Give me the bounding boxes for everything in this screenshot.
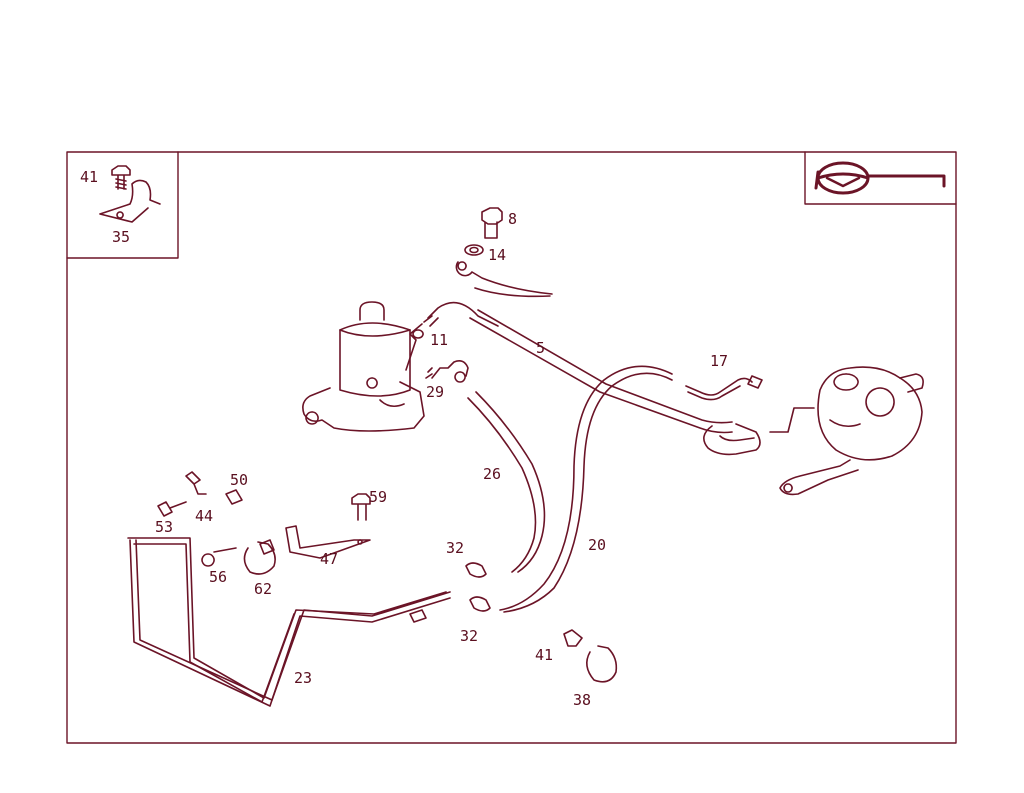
callout-32-upper: 32 bbox=[446, 539, 464, 557]
steering-gear-part bbox=[769, 366, 924, 496]
callout-59: 59 bbox=[369, 488, 387, 506]
callout-11: 11 bbox=[430, 331, 448, 349]
callout-5: 5 bbox=[536, 339, 545, 357]
fittings-part bbox=[412, 301, 499, 383]
callout-41: 41 bbox=[535, 646, 553, 664]
reservoir-part bbox=[302, 301, 425, 432]
hose-clamps-part bbox=[465, 562, 491, 612]
callout-44: 44 bbox=[195, 507, 213, 525]
callout-50: 50 bbox=[230, 471, 248, 489]
inset-box bbox=[66, 151, 179, 259]
callout-26: 26 bbox=[483, 465, 501, 483]
clamp-icon bbox=[99, 179, 161, 223]
hose-20-part bbox=[499, 365, 673, 613]
bolt-icon bbox=[111, 165, 131, 190]
callout-8: 8 bbox=[508, 210, 517, 228]
hose-26-part bbox=[467, 391, 546, 573]
callout-20: 20 bbox=[588, 536, 606, 554]
return-line-part bbox=[455, 261, 553, 298]
callout-56: 56 bbox=[209, 568, 227, 586]
callout-38: 38 bbox=[573, 691, 591, 709]
callout-14: 14 bbox=[488, 246, 506, 264]
callout-53: 53 bbox=[155, 518, 173, 536]
callout-62: 62 bbox=[254, 580, 272, 598]
small-parts-left bbox=[157, 471, 243, 517]
callout-23: 23 bbox=[294, 669, 312, 687]
steering-wheel-icon bbox=[814, 161, 946, 195]
clip-62-part bbox=[201, 539, 276, 575]
callout-29: 29 bbox=[426, 383, 444, 401]
diagram-frame bbox=[66, 151, 957, 744]
callout-32-lower: 32 bbox=[460, 627, 478, 645]
pressure-hose-part bbox=[469, 309, 761, 456]
cooler-pipe-part bbox=[127, 537, 451, 707]
steering-inset bbox=[804, 151, 957, 205]
bracket-47-part bbox=[285, 493, 371, 559]
pipe-17-part bbox=[685, 375, 763, 401]
clamp-38-part bbox=[563, 629, 618, 683]
callout-labels: 41 35 8 14 11 5 17 29 26 20 50 44 53 59 … bbox=[80, 168, 728, 709]
banjo-bolt-part bbox=[464, 207, 503, 256]
callout-41-inset: 41 bbox=[80, 168, 98, 186]
callout-47: 47 bbox=[320, 550, 338, 568]
callout-17: 17 bbox=[710, 352, 728, 370]
callout-35: 35 bbox=[112, 228, 130, 246]
